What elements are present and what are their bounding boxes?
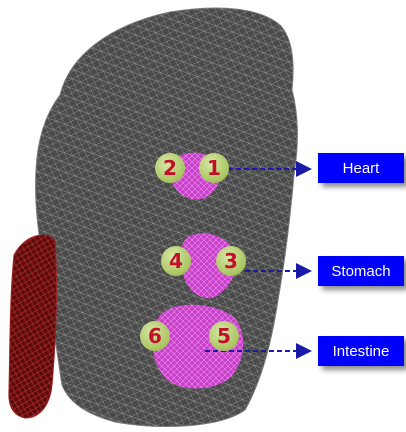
marker-2: 2 bbox=[155, 153, 185, 183]
marker-6: 6 bbox=[140, 321, 170, 351]
stomach-label: Stomach bbox=[318, 256, 404, 286]
marker-5: 5 bbox=[209, 321, 239, 351]
marker-3: 3 bbox=[216, 246, 246, 276]
intestine-label: Intestine bbox=[318, 336, 404, 366]
marker-4: 4 bbox=[161, 246, 191, 276]
marker-1: 1 bbox=[199, 153, 229, 183]
heart-label: Heart bbox=[318, 153, 404, 183]
arm-mesh bbox=[9, 235, 57, 418]
